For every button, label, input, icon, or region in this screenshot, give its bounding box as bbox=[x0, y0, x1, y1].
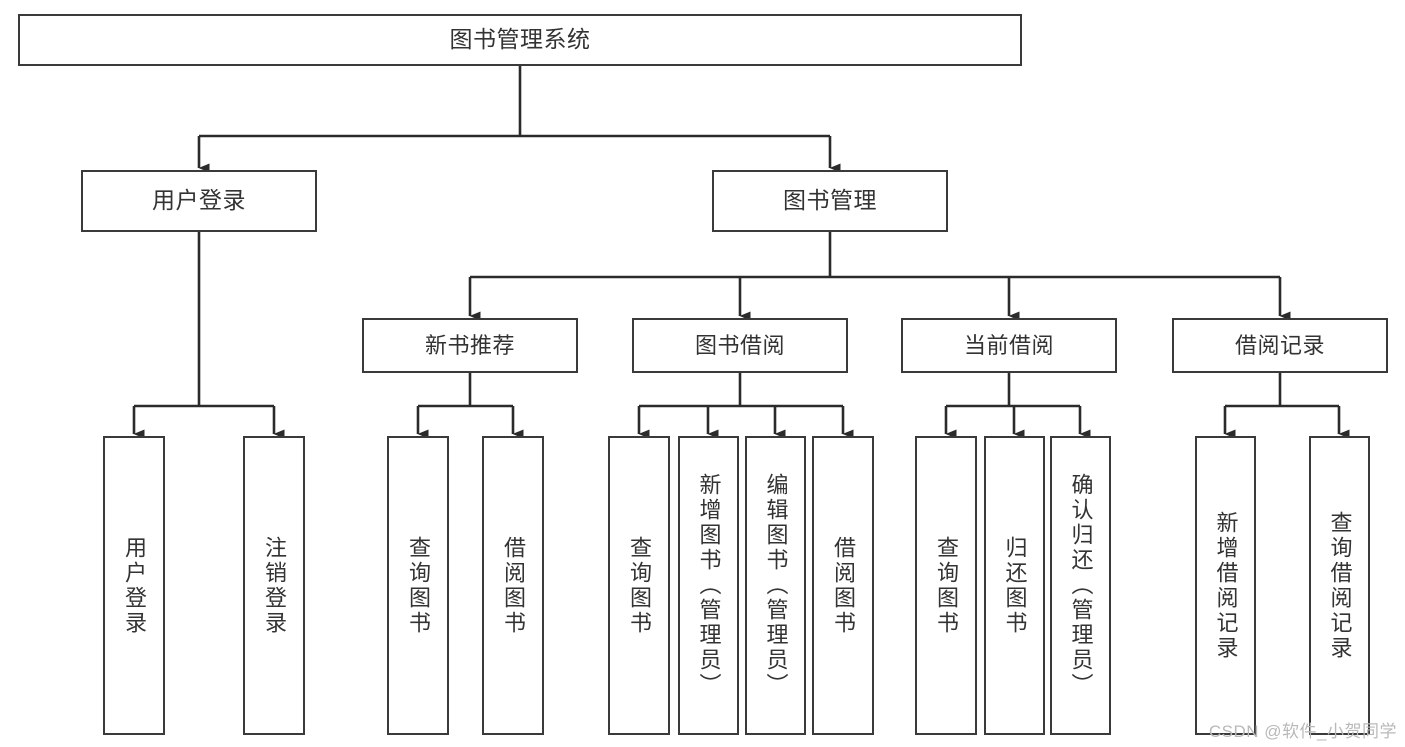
node-label: 查询图书 bbox=[405, 535, 431, 636]
node-label: 用户登录 bbox=[152, 187, 246, 214]
leaf-edit-book-admin[interactable]: 编辑图书（管理员） bbox=[745, 436, 806, 735]
node-new-book-recommend[interactable]: 新书推荐 bbox=[362, 318, 578, 373]
leaf-borrow-book[interactable]: 借阅图书 bbox=[812, 436, 874, 735]
node-book-borrow[interactable]: 图书借阅 bbox=[632, 318, 848, 373]
node-user-login[interactable]: 用户登录 bbox=[81, 170, 317, 232]
leaf-user-login[interactable]: 用户登录 bbox=[103, 436, 165, 735]
node-label: 查询图书 bbox=[933, 535, 959, 636]
node-label: 借阅记录 bbox=[1234, 332, 1325, 358]
node-label: 借阅图书 bbox=[830, 535, 856, 636]
leaf-query-book-borrow[interactable]: 查询图书 bbox=[608, 436, 670, 735]
leaf-borrow-book-recommend[interactable]: 借阅图书 bbox=[482, 436, 544, 735]
leaf-query-book-recommend[interactable]: 查询图书 bbox=[387, 436, 449, 735]
node-current-borrow[interactable]: 当前借阅 bbox=[901, 318, 1117, 373]
node-label: 查询借阅记录 bbox=[1327, 510, 1353, 661]
leaf-add-borrow-record[interactable]: 新增借阅记录 bbox=[1195, 436, 1256, 735]
node-root-book-management-system[interactable]: 图书管理系统 bbox=[18, 14, 1022, 66]
node-borrow-record[interactable]: 借阅记录 bbox=[1172, 318, 1388, 373]
node-label: 借阅图书 bbox=[500, 535, 526, 636]
node-label: 当前借阅 bbox=[963, 332, 1054, 358]
leaf-confirm-return-admin[interactable]: 确认归还（管理员） bbox=[1050, 436, 1111, 735]
leaf-query-borrow-record[interactable]: 查询借阅记录 bbox=[1309, 436, 1370, 735]
leaf-add-book-admin[interactable]: 新增图书（管理员） bbox=[678, 436, 739, 735]
node-label: 编辑图书（管理员） bbox=[763, 473, 789, 698]
node-label: 新书推荐 bbox=[424, 332, 515, 358]
node-label: 新增借阅记录 bbox=[1213, 510, 1239, 661]
node-label: 新增图书（管理员） bbox=[696, 473, 722, 698]
node-label: 查询图书 bbox=[626, 535, 652, 636]
node-label: 图书借阅 bbox=[694, 332, 785, 358]
node-label: 用户登录 bbox=[121, 535, 147, 636]
node-label: 图书管理 bbox=[783, 187, 877, 214]
leaf-logout[interactable]: 注销登录 bbox=[243, 436, 305, 735]
node-label: 图书管理系统 bbox=[449, 26, 591, 53]
node-book-management[interactable]: 图书管理 bbox=[712, 170, 948, 232]
leaf-return-book[interactable]: 归还图书 bbox=[984, 436, 1045, 735]
node-label: 注销登录 bbox=[261, 535, 287, 636]
node-label: 归还图书 bbox=[1002, 535, 1028, 636]
node-label: 确认归还（管理员） bbox=[1068, 473, 1094, 698]
leaf-query-book-current[interactable]: 查询图书 bbox=[915, 436, 977, 735]
